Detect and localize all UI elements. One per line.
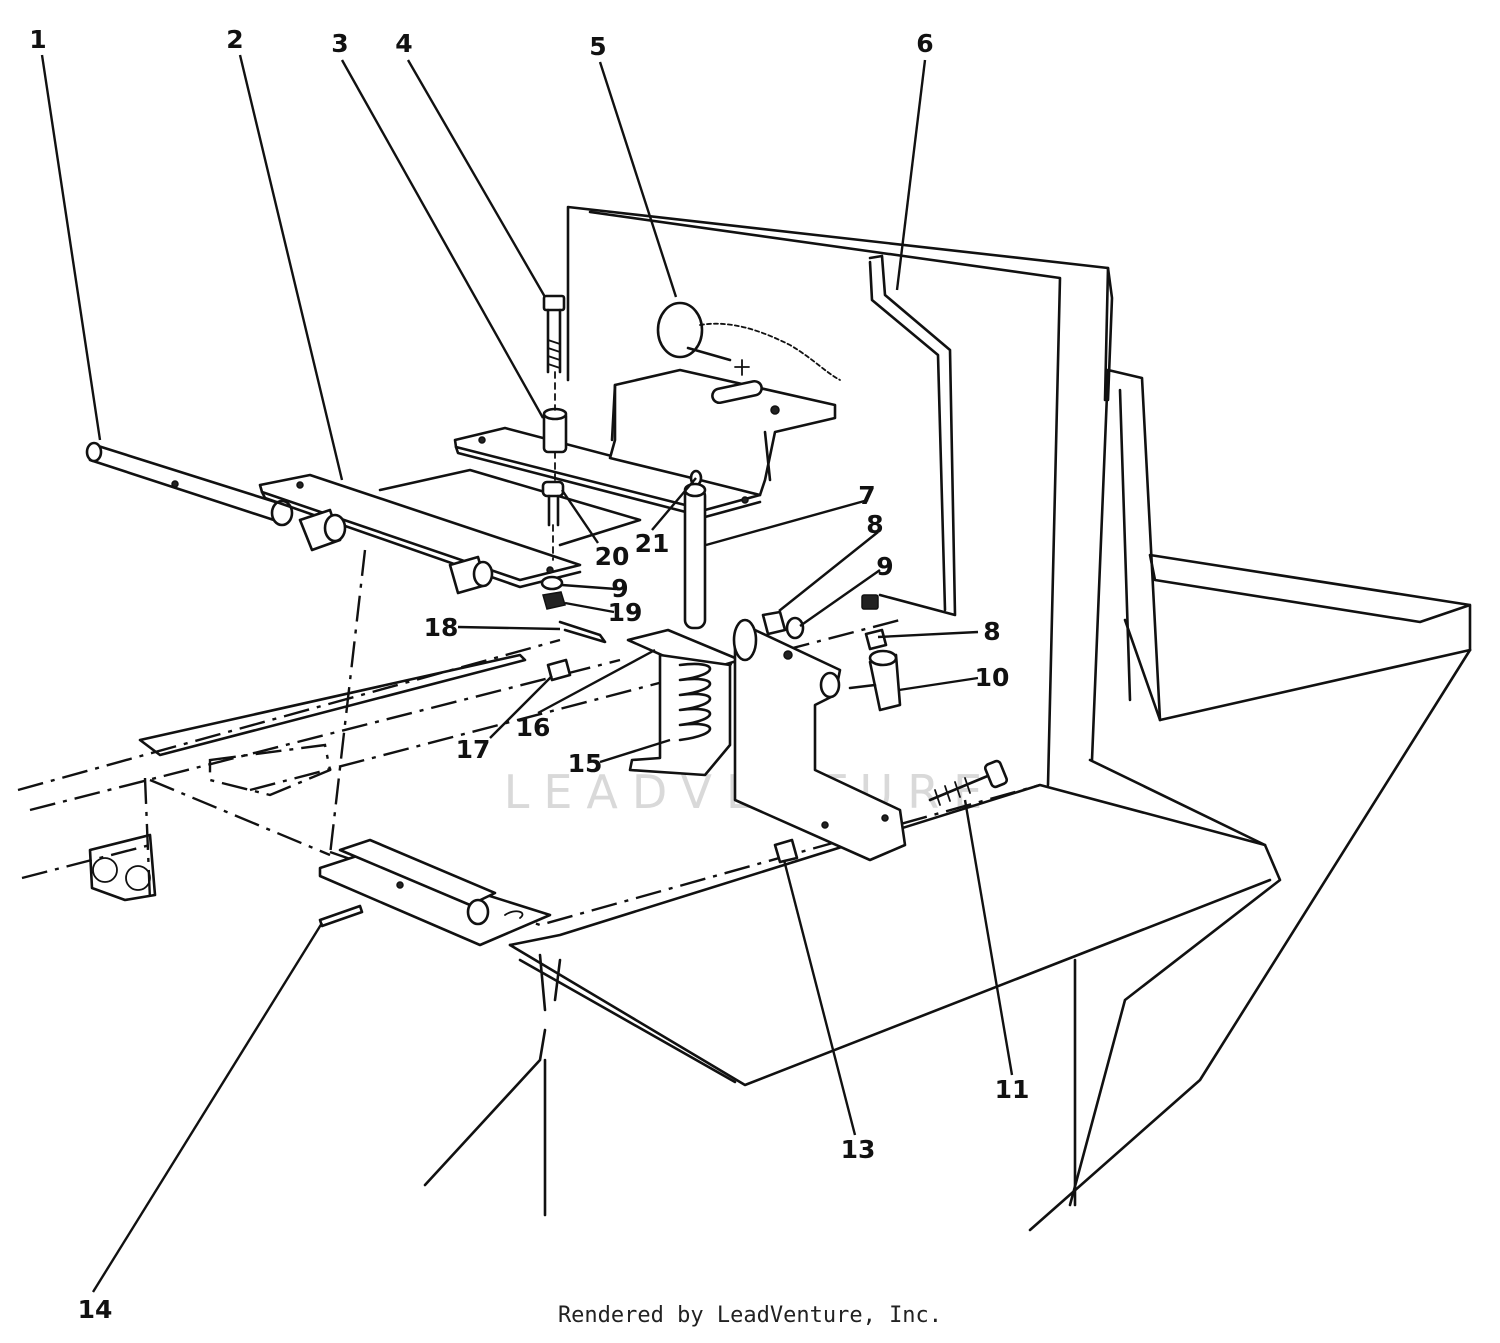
part-15-spring bbox=[628, 653, 732, 777]
callout-3: 3 bbox=[331, 29, 348, 58]
part-11-bolt bbox=[928, 759, 1009, 806]
right-bracket bbox=[732, 618, 907, 862]
callout-2: 2 bbox=[226, 25, 243, 54]
callout-labels: 1 2 3 4 5 6 7 8 8 9 9 10 11 13 14 15 16 … bbox=[29, 25, 1029, 1324]
part-9-washer-right bbox=[785, 616, 805, 640]
callout-19: 19 bbox=[608, 598, 643, 627]
callout-18: 18 bbox=[424, 613, 459, 642]
callout-11: 11 bbox=[995, 1075, 1030, 1104]
callout-8-upper: 8 bbox=[866, 510, 883, 539]
callout-10: 10 bbox=[975, 663, 1010, 692]
part-20-bolt bbox=[541, 480, 565, 527]
part-3-spacer bbox=[542, 407, 568, 454]
part-14-hinge bbox=[318, 838, 552, 947]
part-7-shaft bbox=[683, 482, 707, 630]
callout-20: 20 bbox=[595, 542, 630, 571]
part-14-pin bbox=[318, 904, 364, 928]
upper-bracket bbox=[453, 359, 837, 519]
part-5-ring-chain bbox=[656, 301, 841, 381]
part-18-pin bbox=[558, 620, 607, 644]
callout-13: 13 bbox=[841, 1135, 876, 1164]
part-4-bolt bbox=[542, 294, 566, 374]
bolt-axis-line bbox=[552, 371, 556, 561]
callout-9-left: 9 bbox=[611, 574, 628, 603]
render-credit: Rendered by LeadVenture, Inc. bbox=[557, 1303, 943, 1328]
callout-14: 14 bbox=[78, 1295, 113, 1324]
part-19-nut bbox=[542, 591, 566, 610]
part-6-rod bbox=[861, 254, 957, 617]
callout-15: 15 bbox=[568, 749, 603, 778]
callout-17: 17 bbox=[456, 735, 491, 764]
hopper-body bbox=[17, 205, 1472, 1232]
callout-4: 4 bbox=[395, 29, 412, 58]
callout-8-lower: 8 bbox=[983, 617, 1000, 646]
part-17-nut bbox=[546, 658, 572, 682]
callout-6: 6 bbox=[916, 29, 933, 58]
part-8-nut-left bbox=[761, 610, 787, 636]
callout-9-right: 9 bbox=[876, 552, 893, 581]
part-1-rod bbox=[85, 441, 294, 527]
part-2-plate bbox=[258, 468, 642, 595]
leader-lines bbox=[40, 54, 1014, 1293]
part-10-fitting bbox=[848, 649, 902, 712]
part-9-washer-left bbox=[540, 575, 564, 591]
callout-7: 7 bbox=[858, 481, 875, 510]
part-8-nut-right bbox=[864, 628, 888, 651]
callout-1: 1 bbox=[29, 25, 46, 54]
callout-21: 21 bbox=[635, 529, 670, 558]
callout-5: 5 bbox=[589, 32, 606, 61]
callout-16: 16 bbox=[516, 713, 551, 742]
part-13-nut bbox=[773, 838, 799, 864]
